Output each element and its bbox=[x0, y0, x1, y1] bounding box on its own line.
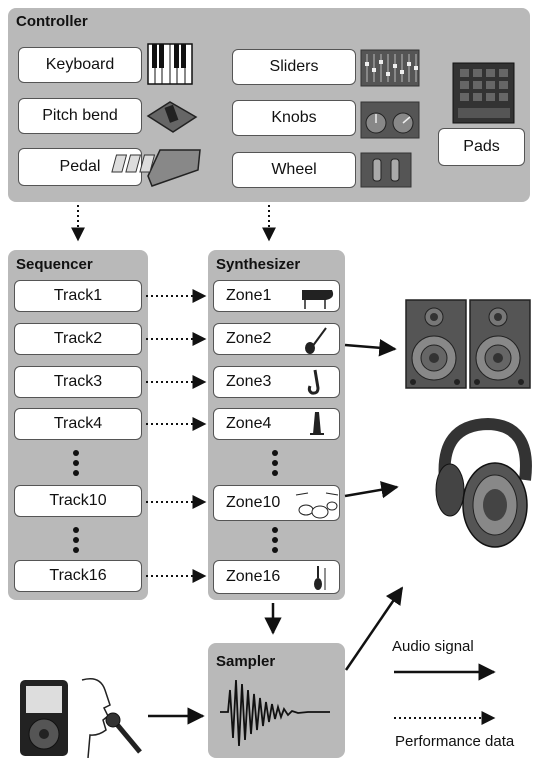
wheel-box: Wheel bbox=[232, 152, 356, 188]
track-box: Track10 bbox=[14, 485, 142, 517]
track-ellipsis bbox=[73, 527, 79, 557]
bell-icon bbox=[310, 412, 324, 435]
track-box: Track2 bbox=[14, 323, 142, 355]
wheel-icon bbox=[360, 152, 412, 188]
sequencer-title: Sequencer bbox=[16, 256, 93, 273]
zone-ellipsis bbox=[272, 527, 278, 557]
waveform-icon bbox=[220, 679, 330, 747]
track-box: Track1 bbox=[14, 280, 142, 312]
music-player-icon bbox=[20, 680, 68, 756]
track-box: Track3 bbox=[14, 366, 142, 398]
track-box: Track16 bbox=[14, 560, 142, 592]
pitch-bend-icon bbox=[146, 101, 198, 133]
saxophone-icon bbox=[307, 369, 320, 395]
zone-box: Zone3 bbox=[213, 366, 340, 398]
headphones-icon bbox=[435, 417, 532, 548]
knobs-icon bbox=[360, 101, 420, 139]
legend-audio-label: Audio signal bbox=[392, 638, 474, 655]
zone-to-headphones-arrow bbox=[344, 481, 399, 499]
keyboard-box: Keyboard bbox=[18, 47, 142, 83]
pads-box: Pads bbox=[438, 128, 525, 166]
sliders-icon bbox=[360, 49, 420, 87]
track-ellipsis bbox=[73, 450, 79, 480]
track-box: Track4 bbox=[14, 408, 142, 440]
sampler-to-headphones-arrow bbox=[344, 586, 404, 671]
track-to-zone-arrow bbox=[146, 289, 207, 583]
pads-icon bbox=[452, 62, 515, 124]
synthesizer-title: Synthesizer bbox=[216, 256, 301, 273]
pitch-bend-box: Pitch bend bbox=[18, 98, 142, 134]
guitar-icon bbox=[305, 327, 327, 354]
speaker-icon bbox=[405, 299, 467, 389]
drums-icon bbox=[295, 492, 339, 519]
sliders-box: Sliders bbox=[232, 49, 356, 85]
knobs-box: Knobs bbox=[232, 100, 356, 136]
microphone-icon bbox=[105, 712, 142, 754]
pedal-icon bbox=[111, 149, 201, 187]
speaker-icon bbox=[469, 299, 531, 389]
zone-ellipsis bbox=[272, 450, 278, 480]
legend-performance-label: Performance data bbox=[395, 733, 515, 750]
sampler-title: Sampler bbox=[216, 653, 276, 670]
violin-icon bbox=[314, 566, 326, 590]
keyboard-icon bbox=[147, 43, 193, 85]
piano-icon bbox=[302, 290, 334, 309]
zone-to-speaker-arrow bbox=[344, 339, 397, 357]
controller-title: Controller bbox=[16, 13, 88, 30]
